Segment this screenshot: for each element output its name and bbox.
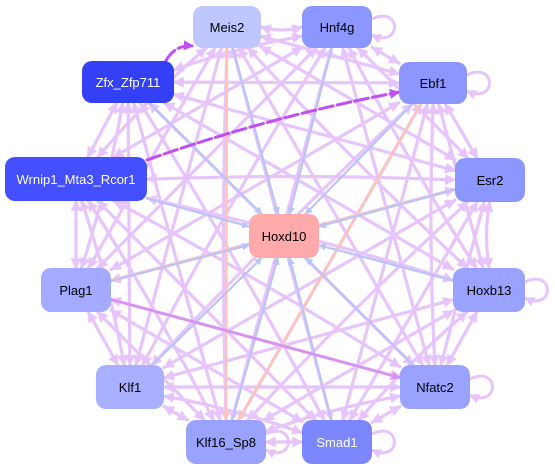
- node-label: Klf1: [118, 379, 142, 395]
- edge-hnf4g-to-hoxd10: [287, 46, 333, 216]
- node-label: Ebf1: [419, 75, 447, 91]
- edge-hnf4g-zfx-zfp711: [172, 32, 304, 72]
- node-label: Esr2: [476, 172, 504, 188]
- node-klf16-sp8[interactable]: Klf16_Sp8: [186, 420, 266, 464]
- edge-klf1-to-hoxd10: [151, 256, 263, 367]
- edge-meis2-to-hoxd10: [231, 46, 280, 216]
- node-klf1[interactable]: Klf1: [96, 365, 164, 409]
- edge-zfx-zfp711-to-hoxd10: [148, 101, 263, 216]
- node-label: Plag1: [59, 282, 93, 298]
- self-loop-hnf4g: [371, 14, 396, 44]
- edge-nfatc2-to-hoxd10: [304, 256, 415, 367]
- node-hoxd10[interactable]: Hoxd10: [249, 214, 319, 258]
- node-label: Klf16_Sp8: [196, 434, 256, 450]
- node-zfx-zfp711[interactable]: Zfx_Zfp711: [82, 61, 174, 103]
- node-label: Wrnip1_Mta3_Rcor1: [16, 171, 136, 187]
- node-plag1[interactable]: Plag1: [41, 268, 111, 312]
- edge-klf16-sp8-zfx-zfp711: [131, 101, 223, 422]
- edge-wrnip1-mta3-rcor1-zfx-zfp711: [86, 101, 119, 159]
- node-meis2[interactable]: Meis2: [193, 6, 261, 48]
- self-loop-hoxb13: [524, 277, 549, 307]
- edge-esr2-wrnip1-mta3-rcor1: [145, 173, 457, 185]
- edge-esr2-to-hoxd10: [317, 188, 457, 229]
- node-label: Zfx_Zfp711: [95, 74, 161, 90]
- edge-wrnip1-mta3-rcor1-ebf1-strong: [145, 88, 401, 162]
- node-label: Smad1: [316, 434, 358, 450]
- edge-ebf1-klf16-sp8-peach: [237, 102, 423, 422]
- edge-meis2-klf16-sp8-peach: [221, 46, 231, 422]
- self-loop-nfatc2: [469, 374, 494, 404]
- edge-nfatc2-smad1: [370, 405, 402, 424]
- node-nfatc2[interactable]: Nfatc2: [400, 365, 470, 409]
- node-hnf4g[interactable]: Hnf4g: [302, 6, 372, 48]
- edge-smad1-to-hoxd10: [287, 256, 333, 422]
- edge-klf16-sp8-klf1: [162, 404, 190, 422]
- edge-hnf4g-ebf1: [370, 45, 401, 65]
- edge-klf1-zfx-zfp711: [122, 101, 136, 367]
- node-ebf1[interactable]: Ebf1: [399, 62, 467, 104]
- edge-esr2-hoxb13: [482, 200, 494, 270]
- node-wrnip1-mta3-rcor1[interactable]: Wrnip1_Mta3_Rcor1: [5, 157, 147, 201]
- edge-klf1-plag1: [86, 310, 120, 367]
- node-hoxb13[interactable]: Hoxb13: [453, 268, 525, 312]
- node-label: Hnf4g: [319, 19, 355, 35]
- self-loop-klf16-sp8: [265, 429, 290, 459]
- edge-wrnip1-mta3-rcor1-to-hoxd10: [145, 197, 251, 229]
- edge-plag1-to-hoxd10: [109, 243, 251, 283]
- edge-hoxb13-to-hoxd10: [317, 243, 455, 282]
- edge-ebf1-zfx-zfp711: [172, 76, 401, 89]
- edge-plag1-nfatc2-medium: [109, 298, 402, 380]
- node-label: Meis2: [209, 19, 245, 35]
- node-label: Nfatc2: [416, 379, 454, 395]
- node-smad1[interactable]: Smad1: [302, 420, 372, 464]
- node-label: Hoxb13: [466, 282, 512, 298]
- node-esr2[interactable]: Esr2: [455, 158, 525, 202]
- edge-ebf1-to-hoxd10: [304, 102, 414, 216]
- self-loop-ebf1: [466, 70, 491, 100]
- node-label: Hoxd10: [261, 228, 307, 244]
- edge-zfx-zfp711-meis2-strong: [164, 40, 195, 63]
- edge-meis2-hnf4g: [259, 24, 304, 35]
- self-loop-smad1: [371, 429, 396, 459]
